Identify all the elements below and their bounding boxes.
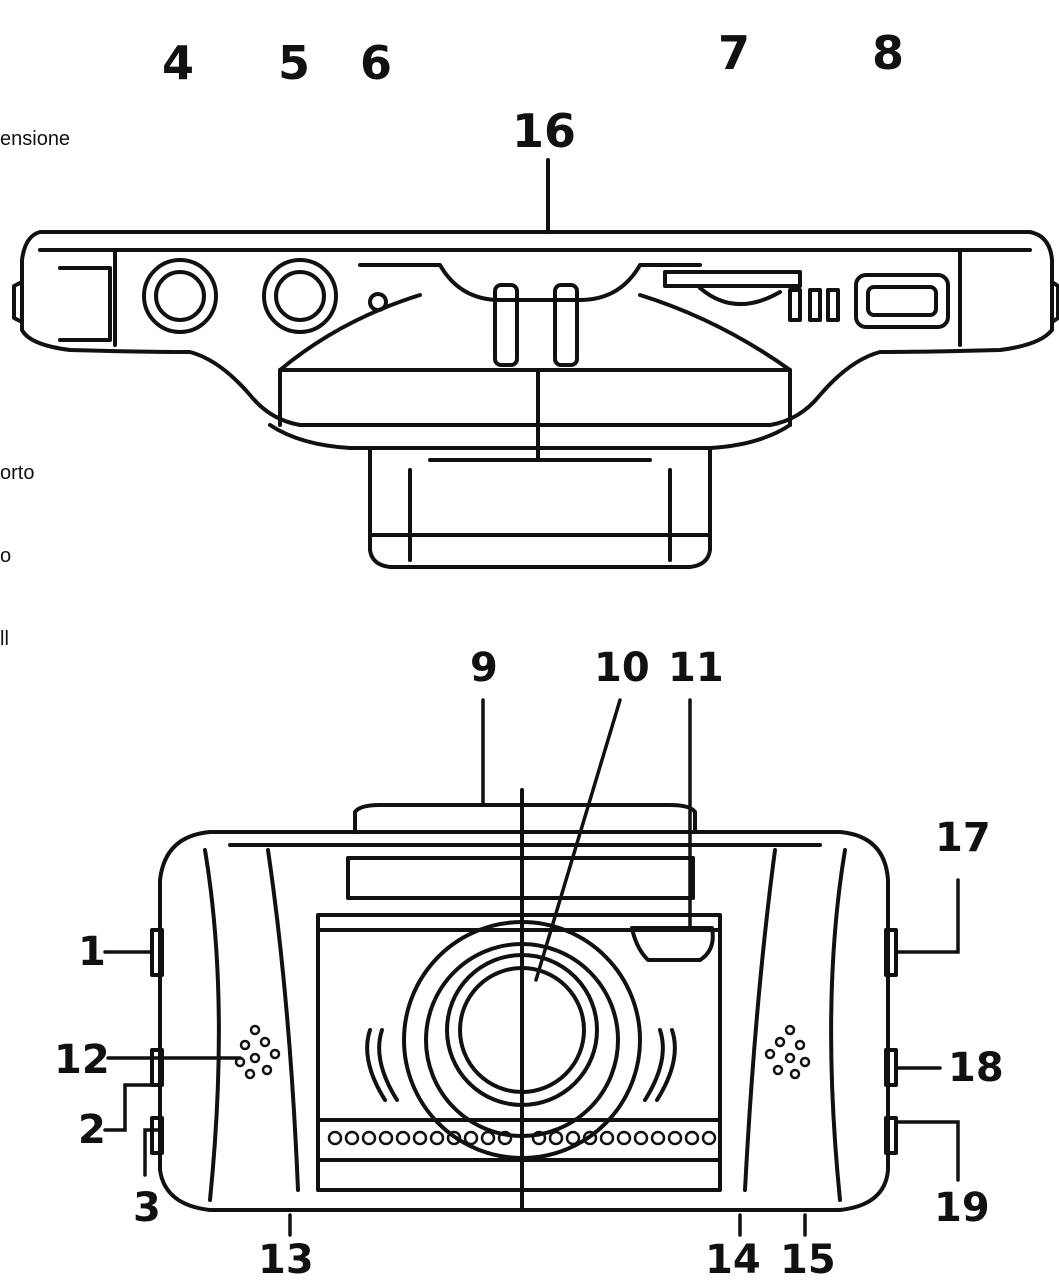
side-text-4: ll (0, 628, 9, 650)
callout-7: 7 (718, 26, 751, 80)
jack-5 (262, 258, 338, 334)
callout-19: 19 (934, 1185, 990, 1231)
side-text-2: orto (0, 462, 35, 484)
callout-14: 14 (705, 1237, 761, 1283)
card-slot-7 (663, 270, 802, 288)
callout-10: 10 (594, 645, 650, 691)
callout-5: 5 (278, 36, 311, 90)
lens-inner (445, 953, 599, 1107)
side-text-1: ensione (0, 128, 71, 150)
hole-6 (368, 292, 388, 312)
usb-port-8 (854, 273, 950, 329)
callout-17: 17 (935, 815, 991, 861)
leader-3 (143, 1128, 162, 1177)
jack-4 (142, 258, 218, 334)
center-cavity (358, 263, 702, 302)
callout-15: 15 (780, 1237, 836, 1283)
callout-11: 11 (668, 645, 724, 691)
callout-13: 13 (258, 1237, 314, 1283)
top-view-drawing (12, 158, 1059, 569)
callout-3: 3 (133, 1185, 161, 1231)
leader-19 (894, 1120, 960, 1182)
front-body-outline (158, 830, 890, 1212)
side-text-3: o (0, 545, 12, 567)
top-body-outline (20, 230, 1054, 427)
callout-2: 2 (78, 1107, 106, 1153)
leader-17 (894, 878, 960, 954)
callout-16: 16 (512, 104, 577, 158)
led-11 (630, 926, 715, 962)
callout-8: 8 (872, 26, 905, 80)
callout-1: 1 (78, 929, 106, 975)
callout-18: 18 (948, 1045, 1004, 1091)
callout-9: 9 (470, 645, 498, 691)
callout-12: 12 (54, 1037, 110, 1083)
leader-2 (103, 1083, 162, 1132)
leader-10 (534, 698, 622, 982)
lens-outer (402, 920, 642, 1160)
callout-6: 6 (360, 36, 393, 90)
lens-barrel-top (368, 446, 712, 569)
callout-4: 4 (162, 36, 195, 90)
